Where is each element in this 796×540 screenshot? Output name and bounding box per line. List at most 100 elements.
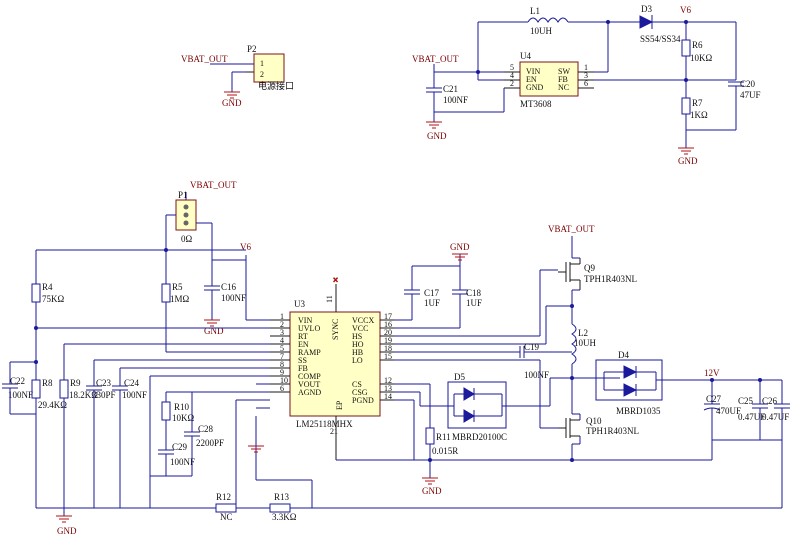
svg-text:Q10: Q10 (586, 416, 602, 426)
u4-name: MT3608 (520, 99, 552, 109)
svg-text:11: 11 (325, 295, 334, 303)
svg-text:D4: D4 (618, 350, 629, 360)
sync-nc-mark: × (333, 275, 338, 285)
svg-text:0.47UF: 0.47UF (738, 412, 765, 422)
svg-text:C18: C18 (466, 288, 482, 298)
svg-text:VIN: VIN (526, 67, 540, 76)
svg-text:TPH1R403NL: TPH1R403NL (586, 426, 639, 436)
c26-capacitor: C26 0.47UF (762, 396, 790, 422)
svg-text:GND: GND (450, 242, 470, 252)
r6-resistor: R6 10KΩ (681, 39, 712, 63)
u3-left-pin-name: COMP (298, 372, 321, 381)
c19-capacitor: C19 100NF (510, 342, 572, 380)
svg-text:C19: C19 (524, 342, 540, 352)
u3-left-pin-num: 8 (280, 360, 284, 369)
svg-text:C24: C24 (124, 378, 140, 388)
q9-net-vbat: VBAT_OUT (548, 224, 595, 234)
p2-connector: P2 1 2 电源接口 VBAT_OUT GND (181, 44, 294, 108)
svg-text:SW: SW (558, 67, 570, 76)
u3-right-pin-num: 20 (384, 328, 392, 337)
svg-text:75KΩ: 75KΩ (42, 294, 64, 304)
svg-text:GND: GND (678, 156, 698, 166)
svg-text:47UF: 47UF (740, 90, 761, 100)
c17-capacitor: C17 1UF (404, 288, 440, 308)
svg-text:100NF: 100NF (524, 370, 549, 380)
u4-net-vbat: VBAT_OUT (412, 54, 459, 64)
c17-ground: GND (450, 242, 470, 261)
u3-name: LM25118MHX (296, 419, 353, 429)
svg-text:Q9: Q9 (584, 263, 595, 273)
r5-resistor: R5 1MΩ (161, 282, 190, 304)
svg-text:C17: C17 (424, 288, 440, 298)
svg-text:C21: C21 (443, 84, 458, 94)
svg-text:D3: D3 (641, 4, 652, 14)
v6-net-mid: V6 (240, 242, 251, 252)
svg-text:1: 1 (584, 63, 588, 72)
svg-text:0.47UF: 0.47UF (762, 412, 789, 422)
svg-text:C16: C16 (221, 282, 237, 292)
svg-text:29.4KΩ: 29.4KΩ (38, 400, 67, 410)
u3-left-pin-name: RAMP (298, 348, 321, 357)
r7-ground: GND (678, 147, 698, 166)
d5-dual-diode: D5 MBRD20100C (447, 372, 507, 442)
svg-text:4: 4 (510, 71, 514, 80)
svg-text:GND: GND (526, 83, 544, 92)
c22-capacitor: C22 100NF (2, 376, 33, 400)
svg-text:6: 6 (584, 79, 588, 88)
svg-text:L1: L1 (530, 6, 540, 16)
r10-resistor: R10 10KΩ (161, 401, 194, 423)
u3-right-pin-name: CS (352, 380, 362, 389)
u4-ref: U4 (520, 51, 531, 61)
svg-text:1UF: 1UF (424, 298, 440, 308)
svg-text:NC: NC (558, 83, 569, 92)
u3-right-pin-name: HB (352, 348, 363, 357)
svg-text:SYNC: SYNC (331, 319, 340, 340)
p1-section: VBAT_OUT P1 0Ω V6 C16 100NF GND (36, 180, 270, 336)
mt3608-section: L1 10UH D3 SS54/SS34 V6 R6 10KΩ R7 (412, 4, 761, 166)
svg-text:21: 21 (330, 427, 338, 436)
u3-left-pin-name: EN (298, 340, 309, 349)
svg-text:GND: GND (57, 526, 77, 536)
u3-left-pin-name: VOUT (298, 380, 320, 389)
u3-left-pin-num: 10 (280, 376, 288, 385)
svg-text:R13: R13 (274, 492, 290, 502)
p2-pin1: 1 (260, 59, 264, 68)
svg-text:100NF: 100NF (221, 293, 246, 303)
svg-text:C26: C26 (762, 396, 778, 406)
svg-text:EN: EN (526, 75, 537, 84)
u3-left-pin-num: 5 (280, 344, 284, 353)
c24-capacitor: C24 100NF (112, 378, 147, 400)
svg-text:100NF: 100NF (122, 390, 147, 400)
r13-resistor: R13 3.3KΩ (269, 492, 297, 522)
svg-text:MBRD20100C: MBRD20100C (452, 432, 507, 442)
c29-capacitor: C29 100NF (158, 442, 195, 467)
svg-text:R4: R4 (42, 282, 53, 292)
p1-value: 0Ω (181, 234, 193, 244)
svg-text:2200PF: 2200PF (196, 438, 224, 448)
q9-mosfet: Q9 TPH1R403NL (558, 258, 637, 290)
svg-text:10KΩ: 10KΩ (172, 413, 194, 423)
svg-text:R12: R12 (216, 492, 231, 502)
u3-left-pin-name: UVLO (298, 324, 320, 333)
u3-right-pin-name: HS (352, 332, 362, 341)
main-ground: GND (56, 508, 77, 536)
u3-left-pin-num: 2 (280, 320, 284, 329)
u3-left-pin-num: 4 (280, 336, 284, 345)
svg-text:GND: GND (204, 326, 224, 336)
p2-pin2: 2 (260, 70, 264, 79)
c20-capacitor: C20 47UF (728, 79, 761, 100)
svg-text:D5: D5 (454, 372, 465, 382)
u3-right-pin-name: HO (352, 340, 364, 349)
u3-right-pin-num: 14 (384, 392, 392, 401)
c16-capacitor: C16 100NF (204, 260, 246, 320)
svg-text:1KΩ: 1KΩ (690, 110, 708, 120)
svg-text:330PF: 330PF (92, 390, 116, 400)
u4-ground: GND (426, 121, 447, 141)
p2-ground-symbol: GND (222, 91, 242, 108)
u3-right-pin-num: 12 (384, 376, 392, 385)
l1-inductor: L1 10UH (527, 6, 569, 36)
r4-resistor: R4 75KΩ (31, 282, 64, 304)
u3-right-pin-name: VCCX (352, 316, 374, 325)
svg-text:3.3KΩ: 3.3KΩ (272, 512, 297, 522)
